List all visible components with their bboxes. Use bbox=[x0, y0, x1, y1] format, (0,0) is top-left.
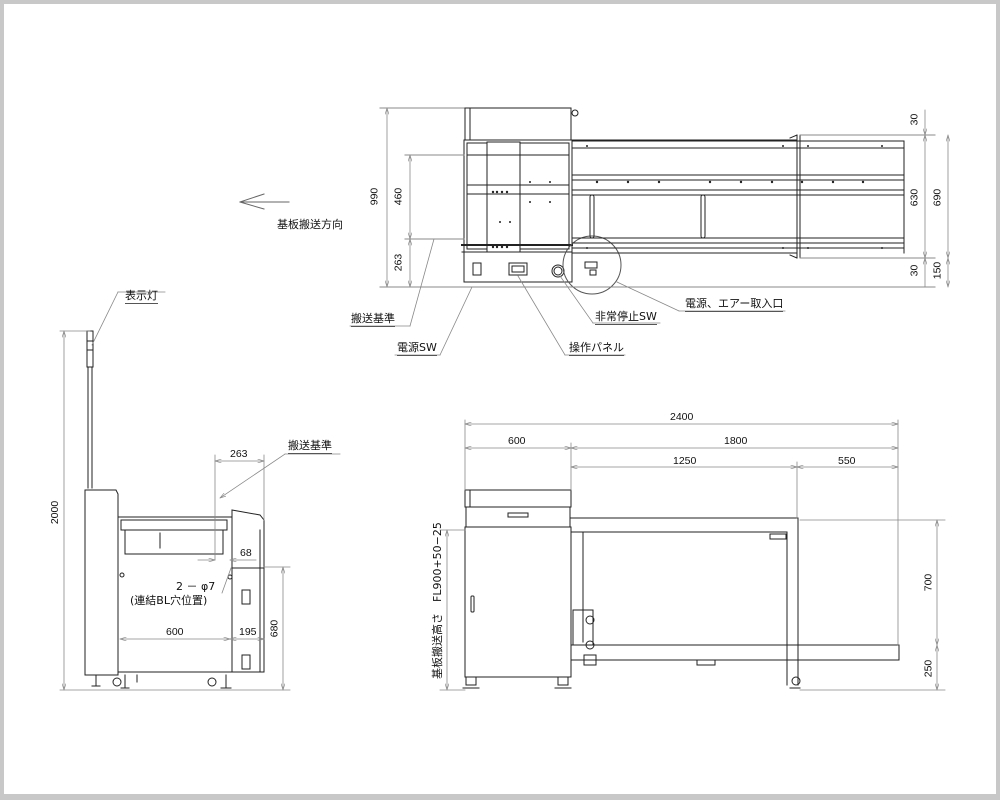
dim-overall-depth: 990 bbox=[368, 187, 381, 206]
dim-height-700: 700 bbox=[922, 573, 935, 592]
callout-transfer-reference: 搬送基準 bbox=[351, 312, 395, 327]
dim-ext-width: 630 bbox=[908, 188, 921, 207]
power-air-inlet-icon bbox=[562, 235, 622, 295]
dim-section-1250: 1250 bbox=[673, 455, 697, 467]
signal-tower-icon bbox=[86, 330, 94, 368]
dim-overall-length: 2400 bbox=[670, 411, 694, 423]
dim-overall-height: 2000 bbox=[49, 500, 62, 525]
front-view bbox=[462, 489, 900, 689]
dim-height-680: 680 bbox=[268, 619, 281, 638]
operation-panel-icon bbox=[508, 262, 528, 276]
arrow-left-icon bbox=[239, 193, 290, 210]
dim-width-600: 600 bbox=[166, 626, 184, 638]
transfer-direction-label: 基板搬送方向 bbox=[277, 218, 343, 231]
callout-hole-spec: 2 － φ7 bbox=[176, 580, 216, 593]
callout-power-air-inlet: 電源、エアー取入口 bbox=[685, 297, 784, 312]
callout-emergency-stop: 非常停止SW bbox=[595, 310, 657, 325]
callout-side-transfer-reference: 搬送基準 bbox=[288, 439, 332, 454]
dim-bottom-ext: 150 bbox=[931, 261, 944, 280]
dim-width-195: 195 bbox=[239, 626, 257, 638]
transfer-height-label: 基板搬送高さ FL900+50−25 bbox=[431, 522, 444, 679]
dim-ext-overall: 690 bbox=[931, 188, 944, 207]
callout-power-switch: 電源SW bbox=[397, 341, 437, 356]
power-switch-icon bbox=[472, 262, 482, 276]
dim-top-margin: 30 bbox=[908, 113, 921, 126]
dim-offset-68: 68 bbox=[240, 547, 252, 559]
dim-section-550: 550 bbox=[838, 455, 856, 467]
dim-bottom-margin: 30 bbox=[908, 264, 921, 277]
top-view bbox=[239, 107, 936, 295]
side-view bbox=[84, 330, 265, 689]
callout-signal-tower: 表示灯 bbox=[125, 289, 158, 304]
dim-rail-width: 460 bbox=[392, 187, 405, 206]
dim-side-ref-offset: 263 bbox=[230, 448, 248, 460]
dim-height-250: 250 bbox=[922, 659, 935, 678]
dim-section-600: 600 bbox=[508, 435, 526, 447]
callout-hole-note: (連結BL穴位置) bbox=[130, 594, 208, 607]
dim-section-1800: 1800 bbox=[724, 435, 748, 447]
dim-ref-offset: 263 bbox=[392, 253, 405, 272]
callout-operation-panel: 操作パネル bbox=[569, 341, 624, 356]
